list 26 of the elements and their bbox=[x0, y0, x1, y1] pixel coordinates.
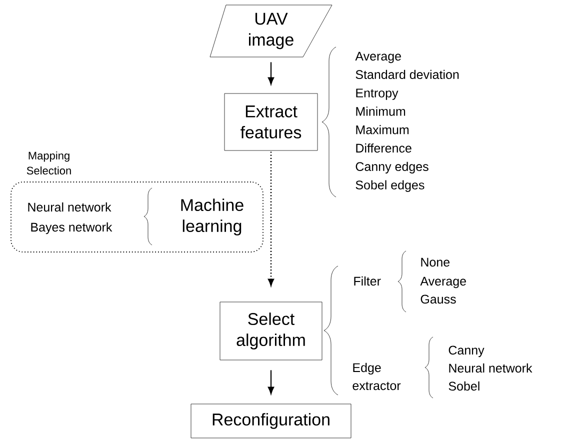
list-item: Gauss bbox=[420, 294, 456, 304]
feature-item: Minimum bbox=[356, 106, 406, 116]
feature-item: Maximum bbox=[356, 125, 409, 134]
process-box: Reconfiguration bbox=[190, 404, 352, 438]
feature-item: Sobel edges bbox=[356, 180, 424, 192]
process-box: Select algorithm bbox=[220, 302, 322, 360]
feature-item: Entropy bbox=[356, 88, 398, 100]
arrow bbox=[268, 370, 274, 394]
feature-item: Standard deviation bbox=[356, 70, 459, 80]
feature-item: Canny edges bbox=[356, 162, 428, 174]
group-heading: Mapping Selection bbox=[26, 151, 71, 175]
feature-item: Difference bbox=[356, 143, 412, 153]
list-item: Bayes network bbox=[31, 222, 112, 234]
list-item: Average bbox=[420, 276, 466, 288]
arrow bbox=[268, 62, 274, 85]
arrow bbox=[268, 152, 274, 286]
feature-item: Average bbox=[355, 52, 401, 64]
list-item: None bbox=[421, 258, 450, 267]
list-item: Sobel bbox=[448, 381, 480, 391]
list-item: Neural network bbox=[28, 202, 112, 212]
category-label: Edge extractor bbox=[352, 362, 401, 390]
input-parallelogram: UAV image bbox=[210, 4, 332, 58]
list-item: Canny bbox=[448, 346, 484, 358]
list-item: Neural network bbox=[449, 363, 532, 373]
process-box: Extract features bbox=[224, 93, 318, 151]
category-label: Filter bbox=[354, 276, 381, 286]
